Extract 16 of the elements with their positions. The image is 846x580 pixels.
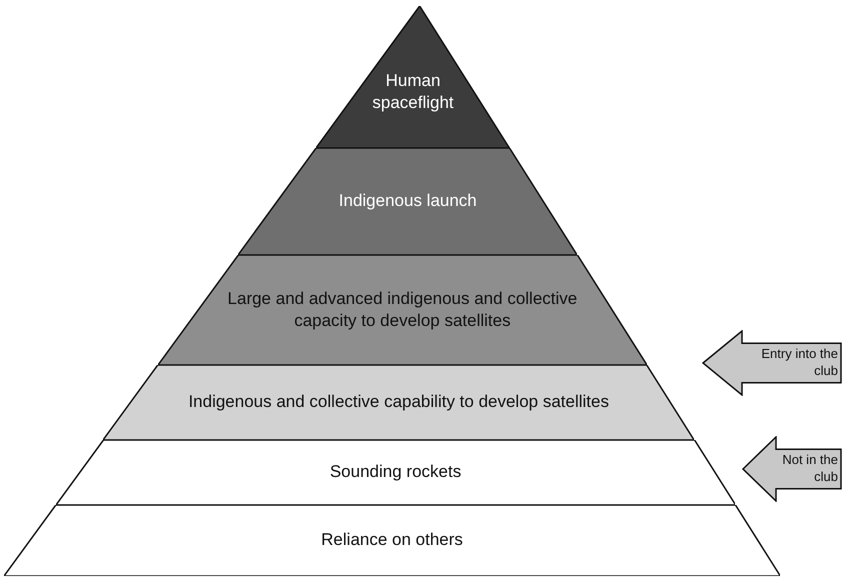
pyramid-tier bbox=[158, 255, 647, 365]
tier-label: Large and advanced indigenous and collective capacity to develop satellites bbox=[226, 288, 578, 332]
pyramid-tier bbox=[56, 440, 736, 505]
arrow-label: Entry into the club bbox=[760, 346, 838, 380]
block-arrow bbox=[702, 330, 842, 396]
arrow-label: Not in the club bbox=[781, 452, 838, 486]
tier-label: Indigenous and collective capability to develop satellites bbox=[188, 391, 609, 414]
pyramid-tier bbox=[316, 6, 510, 148]
block-arrow bbox=[742, 436, 842, 502]
tier-label: Reliance on others bbox=[321, 529, 463, 552]
tier-label: Indigenous launch bbox=[338, 190, 477, 212]
pyramid-tier bbox=[103, 365, 694, 440]
tier-label: Sounding rockets bbox=[330, 461, 462, 484]
pyramid-tier bbox=[4, 505, 780, 576]
tier-label: Human spaceflight bbox=[371, 70, 455, 114]
pyramid-tier bbox=[238, 148, 578, 255]
